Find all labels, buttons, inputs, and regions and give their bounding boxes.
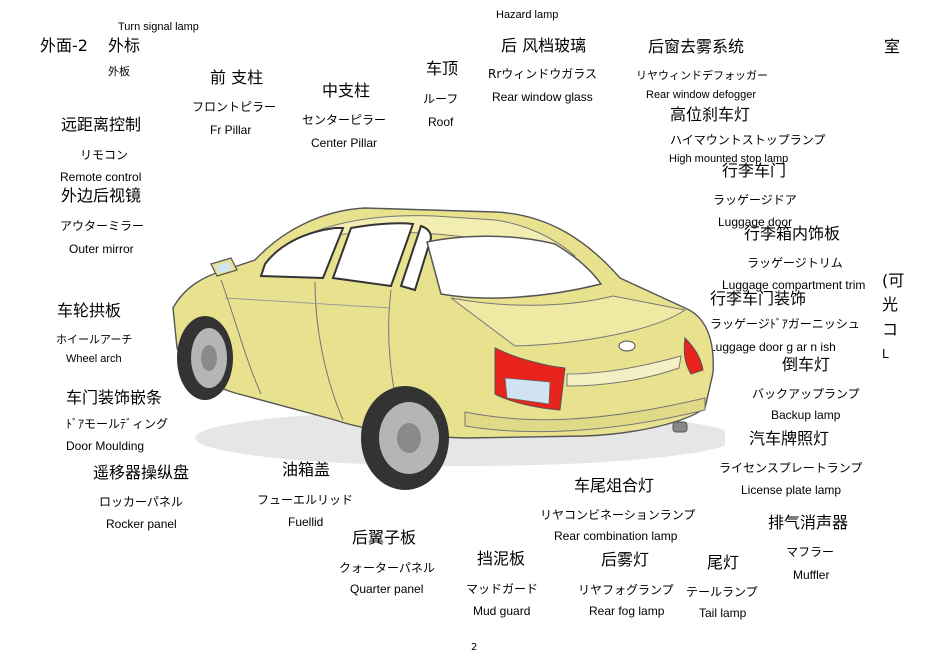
roof-jp: ルーフ <box>423 93 458 105</box>
backup-lamp-jp: バックアップランプ <box>752 388 860 400</box>
front-wheel <box>177 316 233 400</box>
defogger-en: Rear window defogger <box>646 90 756 101</box>
rocker-panel-en: Rocker panel <box>106 518 177 530</box>
defogger-cn: 后窗去雾系统 <box>648 39 744 55</box>
rear-glass-cn: 后 风档玻璃 <box>501 38 586 54</box>
center-pillar-jp: センターピラー <box>302 114 386 126</box>
luggage-door-cn: 行李车门 <box>722 163 786 179</box>
rear-fog-lamp-cn: 后雾灯 <box>601 552 649 568</box>
high-stop-jp: ハイマウントストップランプ <box>670 134 825 146</box>
luggage-garnish-jp: ラッゲージﾄﾞｱガーニッシュ <box>710 318 860 330</box>
front-pillar-cn: 前 支柱 <box>210 70 263 86</box>
tail-lamp-jp: テールランプ <box>686 586 758 598</box>
door-moulding-cn: 车门装饰嵌条 <box>66 390 162 406</box>
center-pillar-cn: 中支柱 <box>322 83 370 99</box>
turn-signal-label: Turn signal lamp <box>118 22 199 33</box>
center-pillar-en: Center Pillar <box>311 137 377 149</box>
mud-guard-en: Mud guard <box>473 605 530 617</box>
rear-combination-lamp-en: Rear combination lamp <box>554 530 677 542</box>
remote-control-cn: 远距离控制 <box>61 117 141 133</box>
quarter-panel-en: Quarter panel <box>350 583 423 595</box>
muffler-pipe <box>673 422 687 432</box>
plate-lamp-jp: ライセンスプレートランプ <box>719 462 862 474</box>
car-illustration <box>165 198 725 498</box>
roof-cn: 车顶 <box>426 61 458 77</box>
roof-en: Roof <box>428 116 453 128</box>
side-note-4: L <box>882 348 889 360</box>
outer-trim-cn: 外标 <box>108 38 140 54</box>
outer-mirror-en: Outer mirror <box>69 243 134 255</box>
page-number: 2 <box>471 642 477 653</box>
quarter-panel-cn: 后翼子板 <box>352 530 416 546</box>
wheel-arch-en: Wheel arch <box>66 354 122 365</box>
mud-guard-jp: マッドガード <box>466 583 538 595</box>
backup-lamp-en: Backup lamp <box>771 409 840 421</box>
muffler-en: Muffler <box>793 569 829 581</box>
high-stop-cn: 高位刹车灯 <box>670 107 750 123</box>
front-pillar-en: Fr Pillar <box>210 124 251 136</box>
front-pillar-jp: フロントピラー <box>192 101 276 113</box>
door-moulding-en: Door Moulding <box>66 440 144 452</box>
door-moulding-jp: ﾄﾞｱモールﾃﾞィング <box>66 418 168 430</box>
outer-mirror-jp: アウターミラー <box>60 220 144 232</box>
hazard-lamp-label: Hazard lamp <box>496 10 558 21</box>
plate-lamp-cn: 汽车牌照灯 <box>749 431 829 447</box>
mud-guard-cn: 挡泥板 <box>477 551 525 567</box>
defogger-jp: リヤウィンドデフォッガー <box>636 70 768 81</box>
side-note-2: 光 <box>882 297 898 313</box>
wheel-arch-cn: 车轮拱板 <box>57 303 121 319</box>
muffler-jp: マフラー <box>786 546 834 558</box>
luggage-trim-cn: 行李箱内饰板 <box>744 226 840 242</box>
rear-fog-lamp-jp: リヤフォグランプ <box>578 584 674 596</box>
remote-control-jp: リモコン <box>80 149 128 161</box>
side-note-3: コ <box>882 322 898 338</box>
room-cn: 室 <box>884 39 900 55</box>
rear-glass-jp: Rrウィンドウガラス <box>488 68 597 80</box>
rear-combination-lamp-jp: リヤコンビネーションランプ <box>540 509 695 521</box>
luggage-trim-jp: ラッゲージトリム <box>747 257 843 269</box>
rear-fog-lamp-en: Rear fog lamp <box>589 605 664 617</box>
side-note-1: (可 <box>882 273 904 289</box>
plate-lamp-en: License plate lamp <box>741 484 841 496</box>
backup-lamp-cn: 倒车灯 <box>782 357 830 373</box>
tail-lamp-cn: 尾灯 <box>707 555 739 571</box>
luggage-garnish-en: Luggage door g ar n ish <box>709 341 836 353</box>
outer-mirror-cn: 外边后视镜 <box>61 188 141 204</box>
remote-control-en: Remote control <box>60 171 141 183</box>
luggage-door-jp: ラッゲージドア <box>713 194 797 206</box>
wheel-arch-jp: ホイールアーチ <box>56 334 132 345</box>
fuel-lid-en: Fuellid <box>288 516 323 528</box>
rear-wheel <box>361 386 449 490</box>
emblem <box>619 341 635 351</box>
rear-glass-en: Rear window glass <box>492 91 593 103</box>
muffler-cn: 排气消声器 <box>768 515 848 531</box>
tail-lamp-en: Tail lamp <box>699 607 746 619</box>
quarter-panel-jp: クォーターパネル <box>339 562 435 574</box>
exterior-2-heading: 外面-2 <box>40 38 88 54</box>
outer-trim-jp: 外板 <box>108 66 130 77</box>
